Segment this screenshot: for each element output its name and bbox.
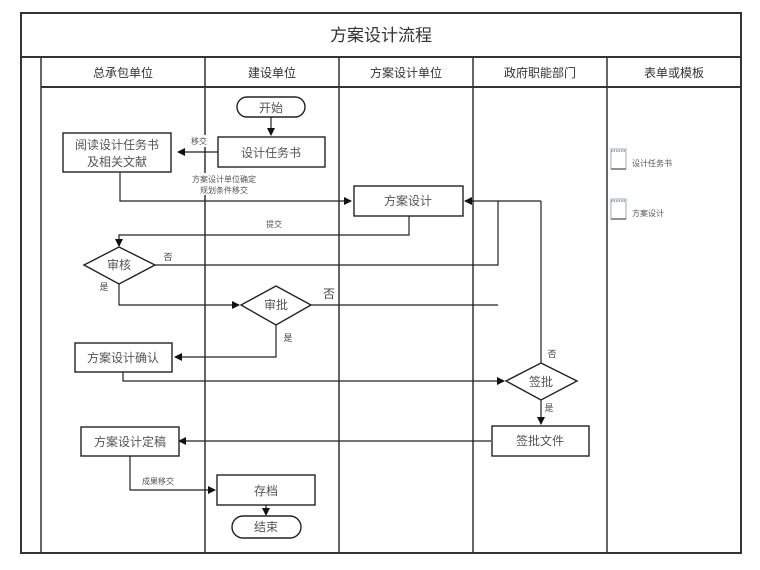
process-shape — [74, 342, 173, 373]
lane-header-client: 建设单位 — [248, 65, 296, 80]
node-label: 方案设计 — [384, 193, 432, 208]
edge-label-handover: 移交 — [191, 136, 207, 146]
process-shape — [216, 474, 316, 506]
node-approve[interactable]: 审批 — [239, 285, 313, 326]
connectors — [115, 117, 545, 516]
node-label: 签批 — [529, 374, 553, 389]
outer-frame — [20, 12, 742, 554]
edge-design-to-review — [115, 216, 410, 247]
lane-header-general-contractor: 总承包单位 — [93, 65, 153, 80]
lane-grid — [20, 12, 742, 554]
node-end[interactable]: 结束 — [231, 515, 302, 539]
process-shape — [491, 425, 590, 457]
notepad-icon — [610, 198, 627, 220]
node-finalize[interactable]: 方案设计定稿 — [80, 426, 180, 457]
label-bg — [193, 173, 255, 195]
edge-label-approve-yes: 是 — [283, 333, 292, 344]
lane-header-forms: 表单或模板 — [644, 66, 704, 80]
edge-read-to-design — [119, 172, 352, 205]
form-item[interactable]: 方案设计 — [610, 198, 664, 220]
edge-label-approve-no: 否 — [323, 287, 335, 301]
form-label: 设计任务书 — [632, 158, 672, 168]
terminator-shape — [231, 515, 302, 539]
node-confirm[interactable]: 方案设计确认 — [74, 342, 173, 373]
node-design-brief[interactable]: 设计任务书 — [217, 136, 326, 168]
node-sign-doc[interactable]: 签批文件 — [491, 425, 590, 457]
label-bg — [190, 135, 208, 147]
lane-header-design-unit: 方案设计单位 — [370, 65, 442, 80]
edge-label-sign-yes: 是 — [544, 403, 553, 414]
form-item[interactable]: 设计任务书 — [610, 148, 672, 170]
node-start[interactable]: 开始 — [236, 96, 306, 118]
edge-confirm-to-signoff — [122, 372, 505, 385]
node-scheme-design[interactable]: 方案设计 — [353, 185, 464, 217]
process-shape — [353, 185, 464, 217]
node-label-line1: 阅读设计任务书 — [75, 137, 159, 152]
edge-finalize-to-archive — [129, 456, 216, 494]
node-sign-off[interactable]: 签批 — [504, 362, 579, 401]
node-label-line2: 及相关文献 — [87, 154, 147, 169]
edge-approve-yes — [174, 325, 277, 361]
node-read-brief[interactable]: 阅读设计任务书 及相关文献 — [62, 132, 172, 173]
node-label: 开始 — [259, 101, 283, 115]
node-review[interactable]: 审核 — [82, 246, 157, 285]
decision-shape — [82, 246, 157, 285]
edge-label-conditions-line2: 规划条件移交 — [200, 185, 248, 195]
node-label: 签批文件 — [516, 433, 564, 448]
node-label: 方案设计确认 — [87, 350, 159, 365]
notepad-icon — [610, 148, 627, 170]
process-shape — [62, 132, 172, 173]
node-label: 结束 — [254, 520, 278, 534]
edge-review-no — [155, 201, 499, 266]
edge-review-yes — [118, 284, 240, 309]
terminator-shape — [236, 96, 306, 118]
node-label: 存档 — [254, 484, 278, 498]
node-label: 方案设计定稿 — [94, 434, 166, 449]
node-archive[interactable]: 存档 — [216, 474, 316, 506]
process-shape — [80, 426, 180, 457]
diagram-title: 方案设计流程 — [330, 26, 432, 46]
process-shape — [217, 136, 326, 168]
node-label: 审核 — [107, 257, 131, 272]
decision-shape — [504, 362, 579, 401]
form-label: 方案设计 — [632, 208, 664, 218]
edge-label-review-yes: 是 — [99, 282, 108, 293]
edge-label-conditions-line1: 方案设计单位确定 — [192, 174, 256, 184]
edge-labels: 移交 方案设计单位确定 规划条件移交 提交 否 是 否 是 否 是 成果移交 — [99, 135, 557, 486]
edge-label-submit: 提交 — [266, 219, 282, 229]
node-label: 设计任务书 — [241, 145, 301, 160]
edge-label-results-handover: 成果移交 — [142, 476, 174, 486]
decision-shape — [239, 285, 313, 326]
edge-label-review-no: 否 — [163, 252, 172, 263]
edge-label-sign-no: 否 — [547, 349, 556, 360]
lane-header-government: 政府职能部门 — [504, 65, 576, 80]
node-label: 审批 — [264, 297, 288, 312]
